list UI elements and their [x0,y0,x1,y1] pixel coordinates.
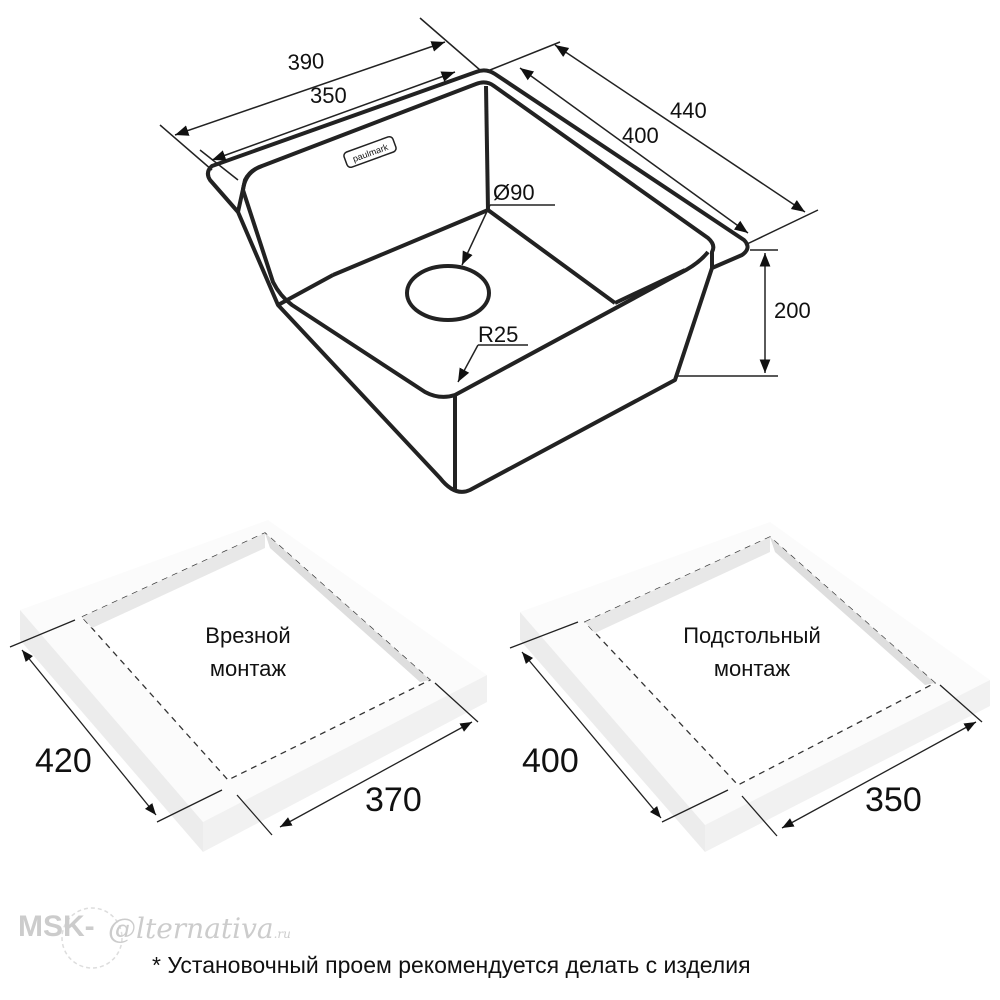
svg-text:Подстольный: Подстольный [683,623,821,648]
svg-text:200: 200 [774,298,811,323]
svg-text:монтаж: монтаж [714,656,791,681]
sink-dimensions [159,17,819,383]
svg-text:Ø90: Ø90 [493,180,535,205]
svg-text:350: 350 [865,781,922,819]
cutout-inset: Врезной монтаж 420 370 [9,520,487,852]
svg-text:R25: R25 [478,322,518,347]
svg-text:370: 370 [365,781,422,819]
cutout-undermount: Подстольный монтаж 400 350 [509,522,990,852]
watermark-prefix: MSK- [18,910,95,943]
svg-text:420: 420 [35,742,92,780]
svg-text:монтаж: монтаж [210,656,287,681]
svg-text:350: 350 [310,83,347,108]
watermark-text: @lternativa.ru [108,912,291,945]
brand-plate: paulmark [343,135,397,169]
svg-text:390: 390 [287,48,325,75]
svg-text:440: 440 [670,98,707,123]
drain-hole [405,264,491,322]
watermark-ring [61,907,123,969]
svg-text:400: 400 [522,742,579,780]
installation-note: * Установочный проем рекомендуется делат… [152,952,751,978]
svg-text:Врезной: Врезной [205,623,290,648]
sink-outline [205,68,750,494]
svg-text:400: 400 [622,123,659,148]
